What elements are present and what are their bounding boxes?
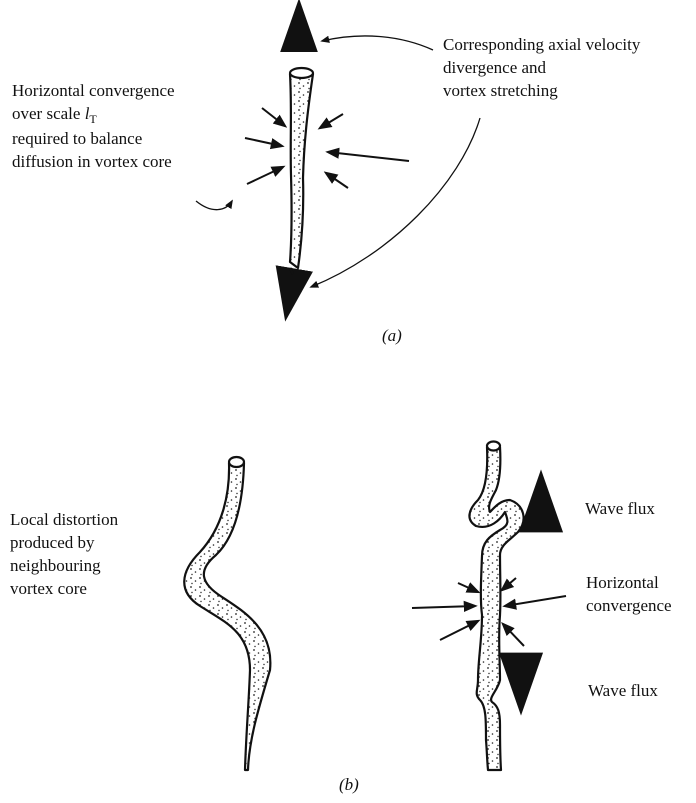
vortex-tube-a bbox=[290, 68, 313, 268]
leader-to-bottom-arrow bbox=[311, 118, 480, 287]
conv-arrow-b-3 bbox=[440, 621, 478, 640]
conv-arrow-b-6 bbox=[503, 624, 524, 646]
convergence-arrows-a bbox=[245, 108, 409, 188]
conv-arrow-a-5 bbox=[328, 152, 409, 161]
conv-arrow-b-4 bbox=[502, 578, 516, 590]
conv-arrow-b-5 bbox=[505, 596, 566, 606]
leader-lines-a bbox=[196, 36, 480, 287]
conv-arrow-a-6 bbox=[326, 173, 348, 188]
vortex-tube-b-right bbox=[469, 442, 523, 771]
axial-arrow-down-a bbox=[287, 276, 293, 311]
conv-arrow-a-3 bbox=[247, 167, 283, 184]
conv-arrow-b-1 bbox=[458, 583, 478, 592]
conv-arrow-a-4 bbox=[320, 114, 343, 128]
conv-arrow-a-2 bbox=[245, 138, 282, 146]
leader-to-top-arrow bbox=[322, 36, 433, 50]
conv-arrow-a-1 bbox=[262, 108, 285, 126]
leader-to-tube bbox=[196, 201, 232, 210]
conv-arrow-b-2 bbox=[412, 606, 475, 608]
vortex-tube-b-left bbox=[184, 457, 270, 770]
